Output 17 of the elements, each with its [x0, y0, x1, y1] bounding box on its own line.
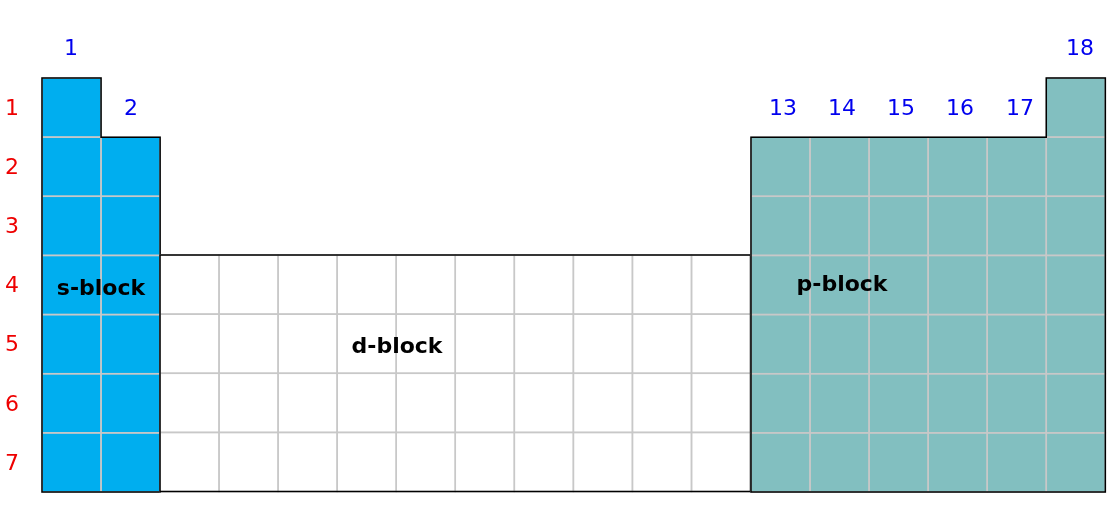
- period-number: 5: [5, 330, 19, 356]
- period-number: 4: [5, 271, 19, 297]
- group-number: 1: [64, 34, 78, 60]
- period-number: 6: [5, 390, 19, 416]
- block-label: p-block: [796, 270, 888, 296]
- period-number: 1: [5, 94, 19, 120]
- period-number: 2: [5, 153, 19, 179]
- group-number: 17: [1006, 94, 1034, 120]
- block-label: d-block: [351, 332, 443, 358]
- period-number: 7: [5, 449, 19, 475]
- group-number: 15: [887, 94, 915, 120]
- group-number: 14: [828, 94, 856, 120]
- group-number: 2: [124, 94, 138, 120]
- group-number: 13: [769, 94, 797, 120]
- group-number: 16: [946, 94, 974, 120]
- group-number: 18: [1066, 34, 1094, 60]
- period-number: 3: [5, 212, 19, 238]
